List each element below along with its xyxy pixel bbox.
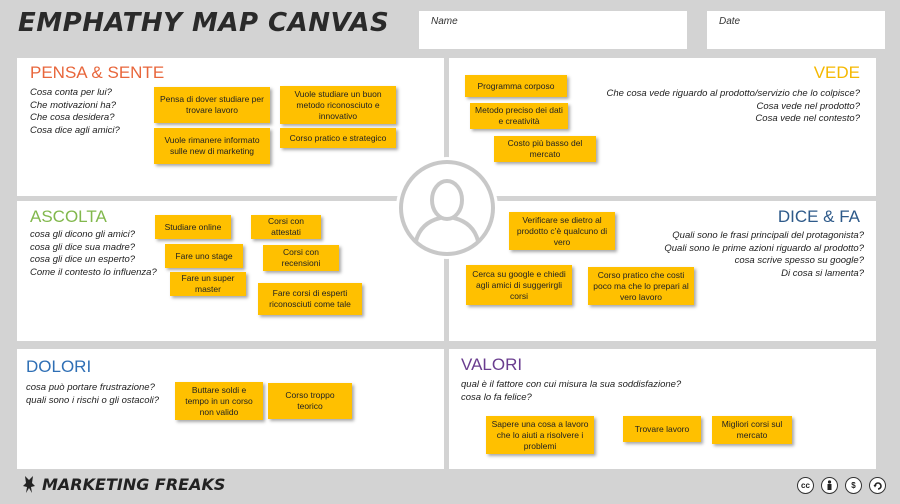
- panel-pensa: [17, 58, 444, 196]
- sticky-note[interactable]: Studiare online: [155, 215, 231, 239]
- sticky-note[interactable]: Costo più basso del mercato: [494, 136, 596, 162]
- question: Cosa vede nel prodotto?: [756, 100, 860, 112]
- cc-icon: cc: [797, 477, 814, 494]
- by-icon: [821, 477, 838, 494]
- name-field[interactable]: Name: [419, 11, 687, 49]
- question: Che motivazioni ha?: [30, 99, 117, 111]
- sticky-note[interactable]: Pensa di dover studiare per trovare lavo…: [154, 87, 270, 123]
- question: cosa scrive spesso su google?: [734, 255, 864, 266]
- question: cosa gli dicono gli amici?: [30, 229, 136, 240]
- sticky-note[interactable]: Cerca su google e chiedi agli amici di s…: [466, 265, 572, 305]
- brand-name: MARKETING FREAKS: [42, 474, 226, 494]
- sticky-note[interactable]: Buttare soldi e tempo in un corso non va…: [175, 382, 263, 420]
- question: qual è il fattore con cui misura la sua …: [461, 379, 682, 390]
- question: Cosa vede nel contesto?: [755, 113, 860, 124]
- sticky-note[interactable]: Vuole studiare un buon metodo riconosciu…: [280, 86, 396, 124]
- question: quali sono i rischi o gli ostacoli?: [26, 394, 160, 406]
- person-icon: [399, 160, 495, 256]
- sticky-note[interactable]: Fare uno stage: [165, 244, 243, 268]
- question: cosa gli dice un esperto?: [30, 254, 136, 265]
- dolori-heading: DOLORI: [26, 357, 92, 376]
- ascolta-heading: ASCOLTA: [30, 207, 107, 226]
- question: Come il contesto lo influenza?: [30, 266, 157, 278]
- valori-questions: qual è il fattore con cui misura la sua …: [461, 379, 681, 404]
- sticky-note[interactable]: Trovare lavoro: [623, 416, 701, 442]
- sticky-note[interactable]: Programma corposo: [465, 75, 567, 97]
- sticky-note[interactable]: Migliori corsi sul mercato: [712, 416, 792, 444]
- sticky-note[interactable]: Vuole rimanere informato sulle new di ma…: [154, 128, 270, 164]
- freak-icon: [23, 476, 35, 493]
- vede-heading: VEDE: [813, 63, 860, 82]
- pensa-heading: PENSA & SENTE: [30, 63, 165, 82]
- dolori-questions: cosa può portare frustrazione? quali son…: [26, 382, 159, 407]
- question: Quali sono le prime azioni riguardo al p…: [664, 242, 864, 254]
- persona-avatar: [396, 157, 498, 259]
- sticky-note[interactable]: Corso pratico che costi poco ma che lo p…: [588, 267, 694, 305]
- sticky-note[interactable]: Corsi con attestati: [251, 215, 321, 239]
- question: Che cosa desidera?: [30, 112, 115, 123]
- question: Cosa conta per lui?: [30, 87, 112, 98]
- sticky-note[interactable]: Fare un super master: [170, 272, 246, 296]
- question: Cosa dice agli amici?: [30, 124, 120, 136]
- question: cosa lo fa felice?: [461, 391, 532, 403]
- sa-icon: [869, 477, 886, 494]
- question: Quali sono le frasi principali del prota…: [672, 230, 864, 241]
- nc-icon: $: [845, 477, 862, 494]
- sticky-note[interactable]: Verificare se dietro al prodotto c’è qua…: [509, 212, 615, 250]
- sticky-note[interactable]: Fare corsi di esperti riconosciuti come …: [258, 283, 362, 315]
- name-label: Name: [431, 16, 458, 27]
- ascolta-questions: cosa gli dicono gli amici? cosa gli dice…: [30, 229, 157, 279]
- date-field[interactable]: Date: [707, 11, 885, 49]
- sticky-note[interactable]: Corso pratico e strategico: [280, 128, 396, 148]
- dice-questions: Quali sono le frasi principali del prota…: [664, 230, 864, 280]
- valori-heading: VALORI: [461, 355, 523, 374]
- question: cosa gli dice sua madre?: [30, 241, 136, 253]
- dice-heading: DICE & FA: [777, 207, 860, 226]
- page-title: EMPHATHY MAP CANVAS: [18, 8, 390, 38]
- brand-logo: MARKETING FREAKS: [22, 474, 225, 494]
- sticky-note[interactable]: Metodo preciso dei dati e creatività: [470, 103, 568, 129]
- sticky-note[interactable]: Corsi con recensioni: [263, 245, 339, 271]
- date-label: Date: [719, 16, 741, 27]
- vede-questions: Che cosa vede riguardo al prodotto/servi…: [607, 88, 860, 126]
- sticky-note[interactable]: Sapere una cosa a lavoro che lo aiuti a …: [486, 416, 594, 454]
- question: Che cosa vede riguardo al prodotto/servi…: [606, 88, 860, 99]
- question: cosa può portare frustrazione?: [26, 382, 155, 393]
- sticky-note[interactable]: Corso troppo teorico: [268, 383, 352, 419]
- question: Di cosa si lamenta?: [781, 267, 864, 279]
- pensa-questions: Cosa conta per lui? Che motivazioni ha? …: [30, 87, 120, 137]
